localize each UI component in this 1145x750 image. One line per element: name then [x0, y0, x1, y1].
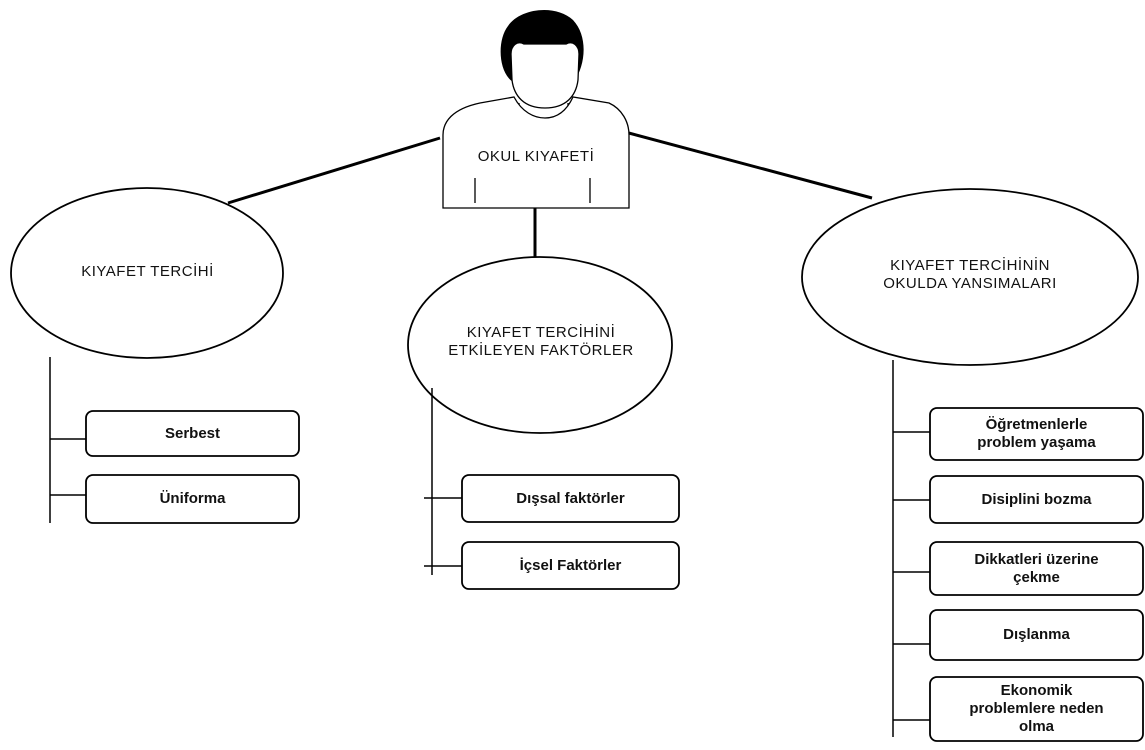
category-label-yansimalar: KIYAFET TERCİHİNİN OKULDA YANSIMALARI — [883, 257, 1057, 292]
ellipse-etkileyen-faktorler — [407, 256, 673, 434]
category-label-kiyafet-tercihi: KIYAFET TERCİHİ — [81, 263, 214, 281]
item-label-disiplini-bozma: Disiplini bozma — [981, 490, 1092, 508]
box-uniforma — [85, 474, 300, 524]
item-label-uniforma: Üniforma — [159, 490, 226, 508]
box-dislanma — [929, 609, 1144, 661]
item-label-dissal-faktorler: Dışsal faktörler — [516, 489, 625, 507]
ellipse-kiyafet-tercihi — [10, 187, 284, 359]
item-label-dislanma: Dışlanma — [1003, 626, 1070, 644]
root-label: OKUL KIYAFETİ — [477, 148, 595, 166]
connector-root-to-yansimalar — [624, 130, 873, 200]
item-label-icsel-faktorler: İçsel Faktörler — [519, 556, 622, 574]
item-label-serbest: Serbest — [164, 424, 221, 442]
item-label-dikkatleri: Dikkatleri üzerine çekme — [974, 550, 1099, 586]
box-icsel-faktorler — [461, 541, 680, 590]
box-serbest — [85, 410, 300, 457]
item-label-ekonomik: Ekonomik problemlere neden olma — [969, 682, 1104, 735]
box-dissal-faktorler — [461, 474, 680, 523]
connector-root-to-kiyafet-tercihi — [227, 136, 441, 205]
box-ogretmenlerle — [929, 407, 1144, 461]
box-disiplini-bozma — [929, 475, 1144, 524]
category-label-etkileyen-faktorler: KIYAFET TERCİHİNİ ETKİLEYEN FAKTÖRLER — [448, 324, 634, 359]
person-silhouette-icon — [442, 9, 630, 209]
ellipse-yansimalar — [801, 188, 1139, 366]
box-dikkatleri — [929, 541, 1144, 596]
item-label-ogretmenlerle: Öğretmenlerle problem yaşama — [977, 416, 1096, 451]
box-ekonomik — [929, 676, 1144, 742]
